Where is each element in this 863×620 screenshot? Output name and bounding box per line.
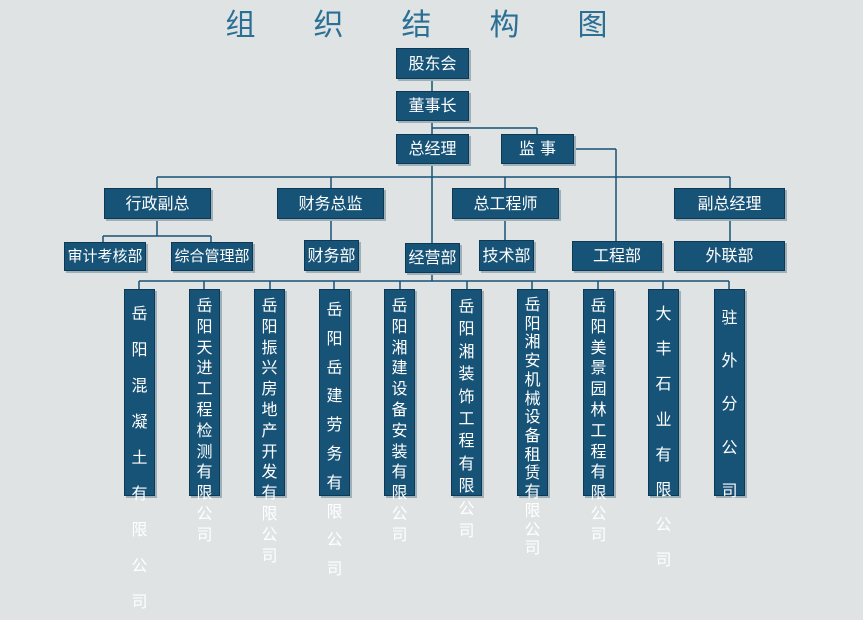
node-subsidiary: 岳阳振兴房地产开发有限公司 bbox=[254, 289, 285, 565]
node-supervisor: 监 事 bbox=[501, 134, 574, 164]
node-cfo: 财务总监 bbox=[277, 188, 384, 219]
subsidiary-label: 岳阳湘安机械设备租赁有限公司 bbox=[524, 295, 541, 558]
connector-lines bbox=[102, 79, 731, 289]
node-subsidiary: 岳阳湘安机械设备租赁有限公司 bbox=[517, 289, 548, 557]
node-tech-dept: 技术部 bbox=[479, 240, 534, 271]
node-deputy-gm: 副总经理 bbox=[674, 188, 785, 219]
node-admin-vp: 行政副总 bbox=[104, 188, 211, 219]
node-subsidiary: 驻外分公司 bbox=[714, 289, 745, 500]
node-engineering-dept: 工程部 bbox=[572, 241, 662, 271]
node-chief-engineer: 总工程师 bbox=[452, 188, 559, 219]
subsidiary-label: 大丰石业有限公司 bbox=[655, 304, 672, 570]
node-chairman: 董事长 bbox=[396, 91, 469, 121]
subsidiary-label: 岳阳天进工程检测有限公司 bbox=[196, 296, 213, 544]
node-subsidiary: 岳阳湘建设备安装有限公司 bbox=[384, 289, 415, 544]
node-gm: 总经理 bbox=[396, 134, 469, 164]
subsidiary-label: 岳阳振兴房地产开发有限公司 bbox=[261, 296, 278, 565]
node-subsidiary: 大丰石业有限公司 bbox=[648, 289, 679, 569]
node-subsidiary: 岳阳天进工程检测有限公司 bbox=[189, 289, 220, 544]
node-shareholders: 股东会 bbox=[396, 48, 469, 79]
subsidiary-label: 岳阳岳建劳务有限公司 bbox=[326, 300, 343, 579]
subsidiary-label: 驻外分公司 bbox=[721, 308, 738, 500]
subsidiary-label: 岳阳混凝土有限公司 bbox=[131, 304, 148, 611]
node-operations-dept: 经营部 bbox=[405, 243, 460, 273]
subsidiary-label: 岳阳湘装饰工程有限公司 bbox=[458, 297, 475, 540]
node-subsidiary: 岳阳岳建劳务有限公司 bbox=[319, 289, 350, 578]
node-subsidiary: 岳阳湘装饰工程有限公司 bbox=[451, 289, 482, 540]
subsidiary-label: 岳阳美景园林工程有限公司 bbox=[590, 296, 607, 544]
node-general-mgmt-dept: 综合管理部 bbox=[171, 242, 253, 271]
node-subsidiary: 岳阳混凝土有限公司 bbox=[124, 289, 155, 611]
node-finance-dept: 财务部 bbox=[304, 240, 359, 271]
node-foreign-affairs-dept: 外联部 bbox=[674, 241, 785, 271]
chart-title: 组织结构图 bbox=[225, 8, 666, 43]
node-subsidiary: 岳阳美景园林工程有限公司 bbox=[583, 289, 614, 544]
node-audit-dept: 审计考核部 bbox=[64, 242, 146, 271]
subsidiary-label: 岳阳湘建设备安装有限公司 bbox=[391, 296, 408, 544]
